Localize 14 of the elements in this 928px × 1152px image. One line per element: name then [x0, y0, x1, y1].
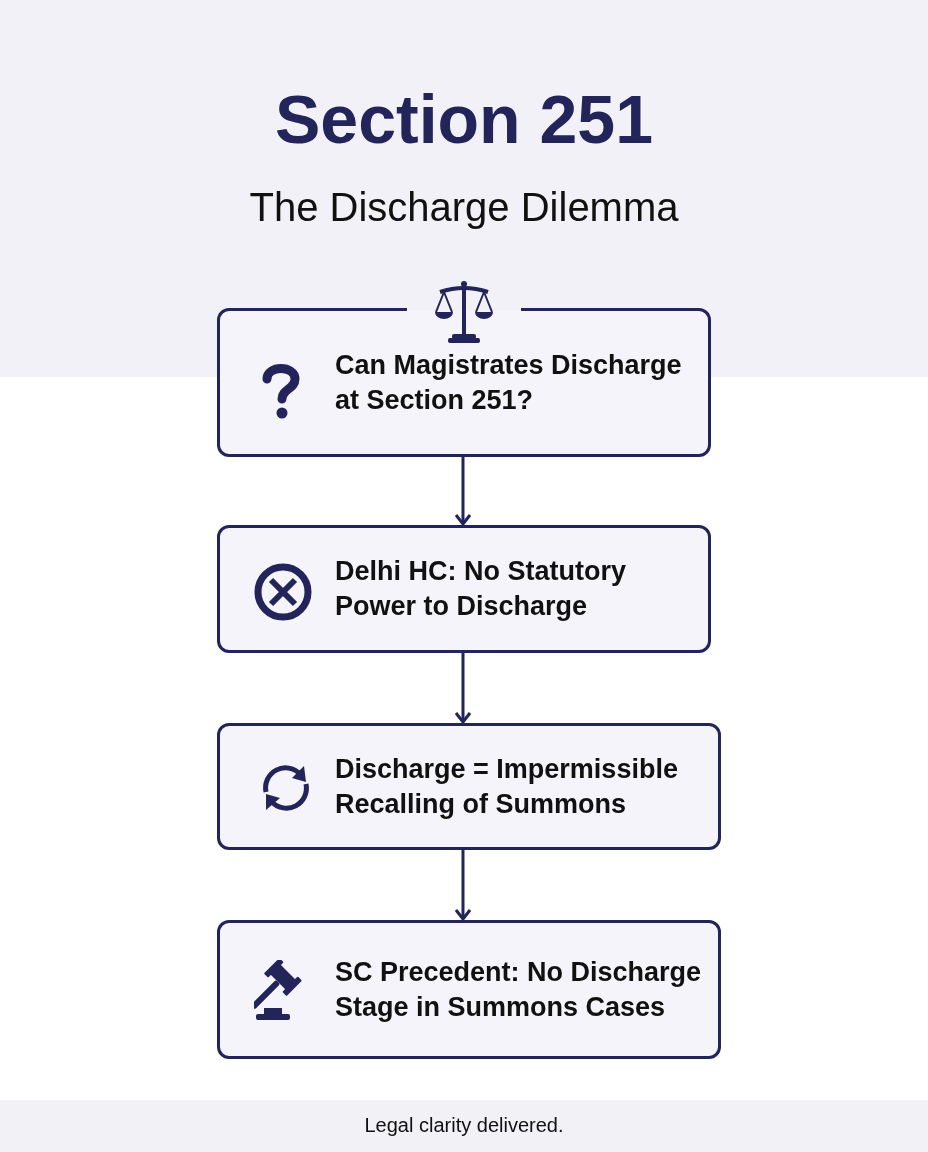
process-box: [217, 308, 711, 457]
title: Section 251: [274, 82, 654, 157]
process-box: [217, 525, 711, 653]
arrow: [454, 457, 472, 526]
box-text: SC Precedent: No Discharge Stage in Summons Cases: [335, 955, 703, 1024]
process-box: [217, 920, 721, 1059]
footer-text: Legal clarity delivered.: [364, 1114, 564, 1136]
box-text: Can Magistrates Discharge at Section 251?: [335, 348, 683, 417]
box-text: Discharge = Impermissible Recalling of Summons: [335, 752, 679, 821]
process-box: [217, 723, 721, 850]
box-text: Delhi HC: No Statutory Power to Discharge: [335, 554, 627, 623]
arrow: [454, 653, 472, 724]
arrow: [454, 850, 472, 921]
subtitle: The Discharge Dilemma: [249, 185, 679, 229]
